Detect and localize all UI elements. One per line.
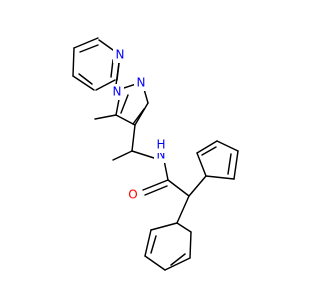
pyridine-double-bond: [79, 44, 99, 53]
amide-nitrogen-atom: N: [157, 148, 166, 162]
lower-phenyl-bond: [144, 255, 166, 271]
carbonyl-diphenylmethyl-bond: [167, 179, 190, 197]
pyrazole-n2-atom: N: [137, 76, 146, 90]
pyrazole-double-bond: [120, 94, 129, 114]
amide-hydrogen-atom-background: [154, 137, 168, 153]
upper-phenyl-double-bond: [201, 146, 217, 156]
pyridine-double-bond: [78, 73, 93, 85]
carbonyl-oxygen-atom: O: [128, 188, 137, 202]
upper-phenyl-bond: [233, 150, 239, 180]
upper-phenyl-bond: [205, 175, 235, 180]
amide-hydrogen-atom: H: [156, 138, 165, 152]
upper-phenyl-bond: [196, 140, 218, 154]
lower-phenyl-bond: [164, 257, 191, 271]
lower-phenyl-bond: [176, 222, 192, 233]
pyridine-nitrogen-atom-background: [113, 47, 127, 63]
pyrazole-n1-atom-background: [110, 84, 124, 100]
pyridine-bond: [95, 79, 116, 91]
pyridine-bond: [72, 47, 75, 77]
lower-phenyl-double-bond: [150, 235, 157, 254]
lower-phenyl-bond: [189, 231, 192, 259]
ch-nh-bond: [131, 150, 155, 159]
pyrazole-double-bond: [132, 108, 145, 125]
nh-carbonyl-bond: [163, 159, 169, 181]
lower-phenyl-bond: [150, 222, 178, 231]
pyrazole-bond: [115, 114, 136, 126]
pyrazole-ch-bond: [131, 124, 136, 152]
pyridine-bond: [72, 75, 95, 91]
pyridine-double-bond: [110, 59, 114, 78]
upper-phenyl-bond: [216, 140, 239, 152]
upper-phenyl-double-bond: [227, 153, 232, 175]
carbonyl-bond: [142, 179, 169, 191]
carbonyl-oxygen-atom-background: [126, 187, 140, 203]
ethyl-methyl-bond: [112, 150, 133, 161]
upper-phenyl-bond: [196, 152, 207, 177]
lower-phenyl-bond: [144, 229, 152, 257]
pyrazole-bond: [134, 102, 149, 126]
diphenylmethyl-upper-phenyl-bond: [188, 175, 207, 197]
methyl-bond: [94, 114, 117, 120]
pyridine-bond: [73, 37, 99, 49]
pyrazole-n1-atom: N: [113, 85, 122, 99]
pyrazole-n2-atom-background: [134, 75, 148, 91]
diphenylmethyl-lower-phenyl-bond: [176, 195, 190, 224]
carbonyl-double-bond: [144, 185, 168, 196]
lower-phenyl-double-bond: [170, 253, 186, 266]
pyridine-nitrogen-atom: N: [116, 48, 125, 62]
